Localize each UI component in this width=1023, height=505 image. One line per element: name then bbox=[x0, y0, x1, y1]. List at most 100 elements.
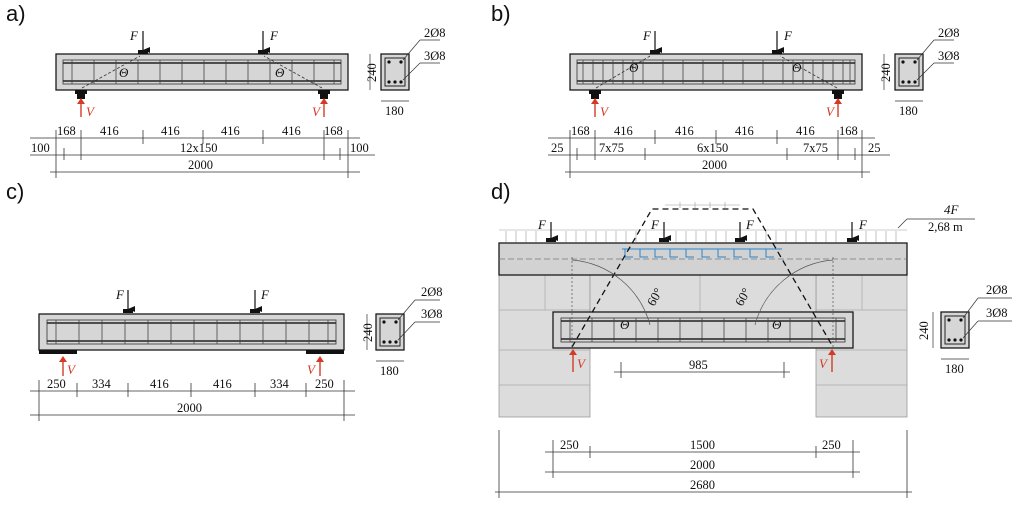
dim-b-r1-2: 416 bbox=[675, 124, 694, 138]
dimension-labels-b: 168 416 416 416 416 168 25 7x75 6x150 7x… bbox=[551, 124, 881, 172]
dim-a-r1-2: 416 bbox=[161, 124, 180, 138]
theta-right-d: Θ bbox=[772, 317, 782, 332]
section-height-b: 240 bbox=[879, 63, 893, 82]
top-bars-c: 2Ø8 bbox=[421, 285, 443, 299]
load-note-d bbox=[897, 218, 975, 229]
bottom-bars-a: 3Ø8 bbox=[424, 49, 446, 63]
beam-b bbox=[569, 53, 863, 91]
support-right-b bbox=[832, 90, 844, 117]
load-label-1-d: F bbox=[537, 217, 547, 232]
top-bars-a: 2Ø8 bbox=[424, 26, 446, 40]
reaction-label-right-b: V bbox=[826, 104, 836, 119]
load-label-3-d: F bbox=[745, 217, 755, 232]
reaction-label-right-c: V bbox=[307, 362, 317, 377]
load-note-top-d: 4F bbox=[944, 202, 960, 217]
dim-a-r2-1: 12x150 bbox=[180, 141, 218, 155]
dim-b-r3: 2000 bbox=[702, 158, 727, 172]
dim-b-r2-0: 25 bbox=[551, 141, 564, 155]
load-left-a bbox=[138, 31, 150, 54]
theta-left-d: Θ bbox=[620, 317, 630, 332]
strut-top-dims-d bbox=[665, 202, 740, 208]
support-right-c bbox=[316, 356, 324, 376]
dim-c-r1-4: 334 bbox=[270, 377, 290, 391]
dim-b-r2-1: 7x75 bbox=[599, 141, 624, 155]
distributed-load-d bbox=[499, 229, 907, 242]
reaction-label-left-a: V bbox=[86, 104, 96, 119]
panel-b: b) Θ Θ F bbox=[491, 1, 960, 178]
theta-left-b: Θ bbox=[629, 60, 639, 75]
load-left-b bbox=[650, 31, 662, 54]
load-right-b bbox=[772, 31, 784, 54]
support-right-a bbox=[318, 90, 330, 117]
dim-b-r1-0: 168 bbox=[571, 124, 590, 138]
span-label-d: 985 bbox=[689, 358, 708, 372]
dim-c-r1-5: 250 bbox=[315, 377, 334, 391]
bottom-bars-c: 3Ø8 bbox=[421, 307, 443, 321]
dim-c-r1-3: 416 bbox=[213, 377, 232, 391]
bottom-bars-b: 3Ø8 bbox=[938, 49, 960, 63]
reactions-d bbox=[569, 349, 836, 372]
load-label-right-b: F bbox=[783, 28, 793, 43]
dimension-lines-b bbox=[548, 130, 890, 178]
angle-arcs-d bbox=[571, 255, 834, 347]
cross-section-a bbox=[369, 39, 440, 102]
beam-d bbox=[552, 311, 854, 349]
dimension-labels-c: 250 334 416 416 334 250 2000 bbox=[47, 377, 334, 415]
beam-c bbox=[38, 313, 345, 354]
panel-c: c) F F bbox=[6, 179, 443, 421]
dim-b-r1-3: 416 bbox=[735, 124, 754, 138]
bottom-bars-d: 3Ø8 bbox=[986, 306, 1008, 320]
dim-a-r1-4: 416 bbox=[282, 124, 301, 138]
top-bars-b: 2Ø8 bbox=[938, 26, 960, 40]
dim-b-r1-4: 416 bbox=[796, 124, 815, 138]
panel-d-label: d) bbox=[491, 179, 511, 204]
reaction-label-left-c: V bbox=[67, 362, 77, 377]
dim-d-r1-0: 250 bbox=[560, 438, 579, 452]
panel-a-label: a) bbox=[6, 1, 26, 26]
reaction-label-left-d: V bbox=[577, 356, 587, 371]
dim-a-r2-0: 100 bbox=[31, 141, 50, 155]
support-left-a bbox=[75, 90, 87, 117]
span-dim-d bbox=[614, 362, 790, 378]
load-right-c bbox=[250, 290, 262, 313]
dim-d-r2: 2000 bbox=[690, 458, 715, 472]
cross-section-c bbox=[366, 299, 440, 362]
load-note-bottom-d: 2,68 m bbox=[928, 220, 963, 234]
section-height-c: 240 bbox=[361, 323, 375, 342]
load-label-left-c: F bbox=[115, 287, 125, 302]
panel-d: d) bbox=[491, 179, 1012, 498]
dimension-labels-a: 168 416 416 416 416 168 100 12x150 100 2… bbox=[31, 124, 369, 172]
theta-right-a: Θ bbox=[275, 65, 285, 80]
dim-a-r1-3: 416 bbox=[221, 124, 240, 138]
cross-section-b bbox=[883, 39, 954, 102]
load-label-4-d: F bbox=[858, 217, 868, 232]
beam-a bbox=[55, 53, 349, 91]
dim-d-r1-1: 1500 bbox=[690, 438, 715, 452]
strut-lines-d bbox=[571, 208, 834, 348]
loading-plate-d bbox=[498, 242, 908, 276]
load-label-left-b: F bbox=[642, 28, 652, 43]
dim-d-r3: 2680 bbox=[690, 478, 715, 492]
dim-a-r3: 2000 bbox=[188, 158, 213, 172]
dim-c-r2: 2000 bbox=[177, 401, 202, 415]
dim-c-r1-0: 250 bbox=[47, 377, 66, 391]
section-width-c: 180 bbox=[380, 364, 399, 378]
dim-a-r1-5: 168 bbox=[324, 124, 343, 138]
support-left-c bbox=[59, 356, 67, 376]
section-width-b: 180 bbox=[899, 104, 918, 118]
dimension-lines-d bbox=[495, 430, 912, 498]
dim-b-r2-3: 7x75 bbox=[803, 141, 828, 155]
dim-b-r1-5: 168 bbox=[839, 124, 858, 138]
dim-c-r1-2: 416 bbox=[150, 377, 169, 391]
reaction-label-right-a: V bbox=[312, 104, 322, 119]
section-width-d: 180 bbox=[945, 362, 964, 376]
load-right-a bbox=[258, 31, 270, 54]
dim-d-r1-2: 250 bbox=[822, 438, 841, 452]
panel-c-label: c) bbox=[6, 179, 24, 204]
load-left-c bbox=[123, 290, 135, 313]
dimension-labels-d: 250 1500 250 2000 2680 bbox=[560, 438, 841, 492]
dim-c-r1-1: 334 bbox=[92, 377, 112, 391]
dim-a-r1-0: 168 bbox=[57, 124, 76, 138]
reaction-label-right-d: V bbox=[819, 356, 829, 371]
dimension-lines-c bbox=[30, 380, 355, 421]
